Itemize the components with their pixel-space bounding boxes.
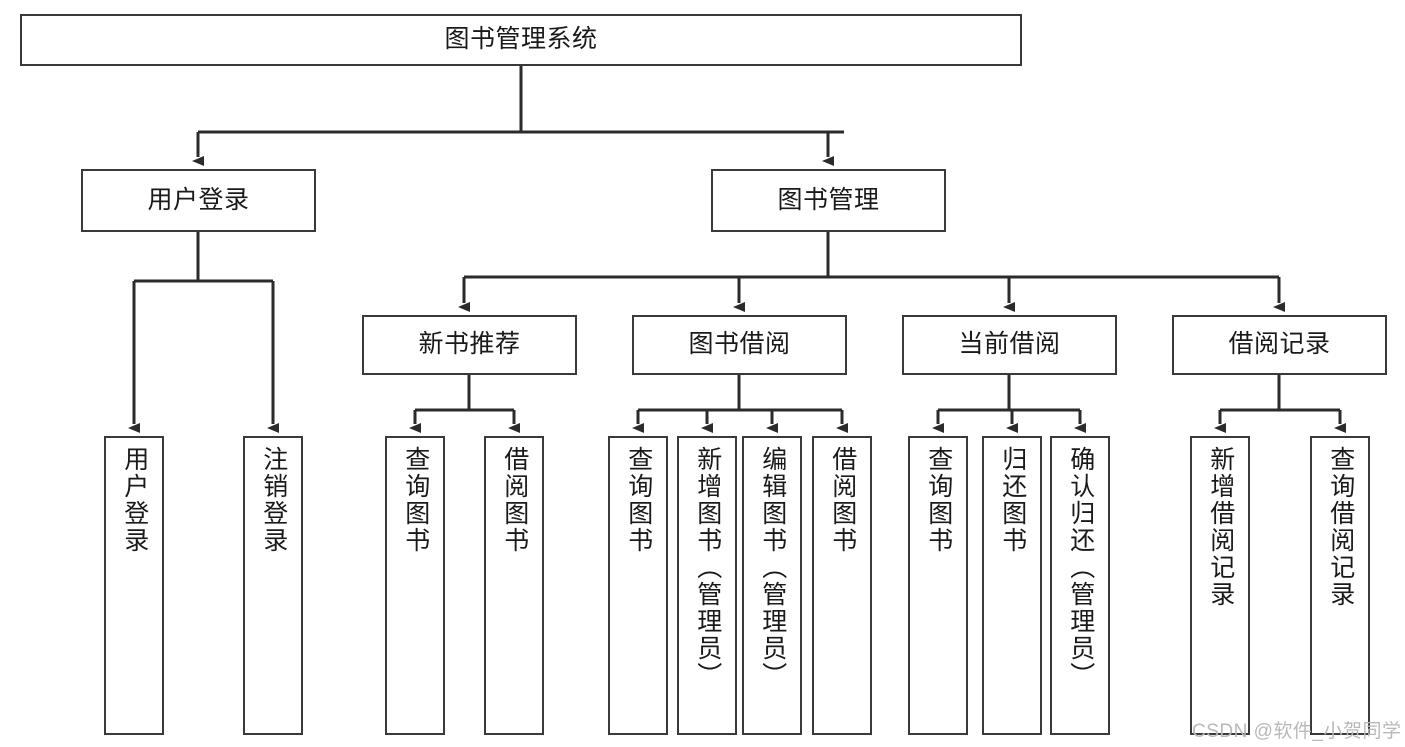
node-add-borrow-record[interactable]: 新增借阅记录 — [1190, 436, 1250, 735]
node-borrow-book-action[interactable]: 借阅图书 — [812, 436, 872, 735]
node-query-book-current-label: 查询图书 — [924, 446, 953, 554]
node-current-borrow-label: 当前借阅 — [958, 330, 1061, 359]
node-root[interactable]: 图书管理系统 — [20, 14, 1022, 66]
node-user-login-action-label: 用户登录 — [120, 446, 149, 554]
node-query-book-recommend[interactable]: 查询图书 — [385, 436, 445, 735]
node-borrow-record-label: 借阅记录 — [1228, 330, 1331, 359]
node-book-borrow-label: 图书借阅 — [688, 330, 791, 359]
node-user-login-action[interactable]: 用户登录 — [104, 436, 164, 735]
node-book-borrow[interactable]: 图书借阅 — [632, 315, 847, 375]
node-edit-book-admin-label: 编辑图书（管理员） — [758, 446, 787, 689]
node-user-logout-action[interactable]: 注销登录 — [243, 436, 303, 735]
node-query-book-borrow[interactable]: 查询图书 — [608, 436, 668, 735]
node-root-label: 图书管理系统 — [444, 25, 598, 54]
node-new-book-recommend-label: 新书推荐 — [418, 330, 521, 359]
node-book-management[interactable]: 图书管理 — [711, 169, 946, 232]
node-user-login[interactable]: 用户登录 — [81, 169, 316, 232]
node-borrow-book-recommend-label: 借阅图书 — [500, 446, 529, 554]
node-return-book-label: 归还图书 — [998, 446, 1027, 554]
node-new-book-recommend[interactable]: 新书推荐 — [362, 315, 577, 375]
node-edit-book-admin[interactable]: 编辑图书（管理员） — [742, 436, 802, 735]
node-query-borrow-record[interactable]: 查询借阅记录 — [1310, 436, 1370, 735]
node-query-book-borrow-label: 查询图书 — [624, 446, 653, 554]
watermark: CSDN @软件_小贺同学 — [1192, 721, 1402, 742]
node-borrow-book-action-label: 借阅图书 — [828, 446, 857, 554]
node-add-borrow-record-label: 新增借阅记录 — [1206, 446, 1235, 608]
node-query-book-current[interactable]: 查询图书 — [908, 436, 968, 735]
node-borrow-book-recommend[interactable]: 借阅图书 — [484, 436, 544, 735]
node-user-logout-action-label: 注销登录 — [259, 446, 288, 554]
node-query-book-recommend-label: 查询图书 — [401, 446, 430, 554]
node-book-management-label: 图书管理 — [777, 185, 880, 214]
node-query-borrow-record-label: 查询借阅记录 — [1326, 446, 1355, 608]
node-confirm-return-admin[interactable]: 确认归还（管理员） — [1050, 436, 1110, 735]
node-user-login-label: 用户登录 — [147, 185, 250, 214]
node-add-book-admin[interactable]: 新增图书（管理员） — [677, 436, 737, 735]
node-current-borrow[interactable]: 当前借阅 — [902, 315, 1117, 375]
node-borrow-record[interactable]: 借阅记录 — [1172, 315, 1387, 375]
node-confirm-return-admin-label: 确认归还（管理员） — [1066, 446, 1095, 689]
node-return-book[interactable]: 归还图书 — [982, 436, 1042, 735]
node-add-book-admin-label: 新增图书（管理员） — [693, 446, 722, 689]
